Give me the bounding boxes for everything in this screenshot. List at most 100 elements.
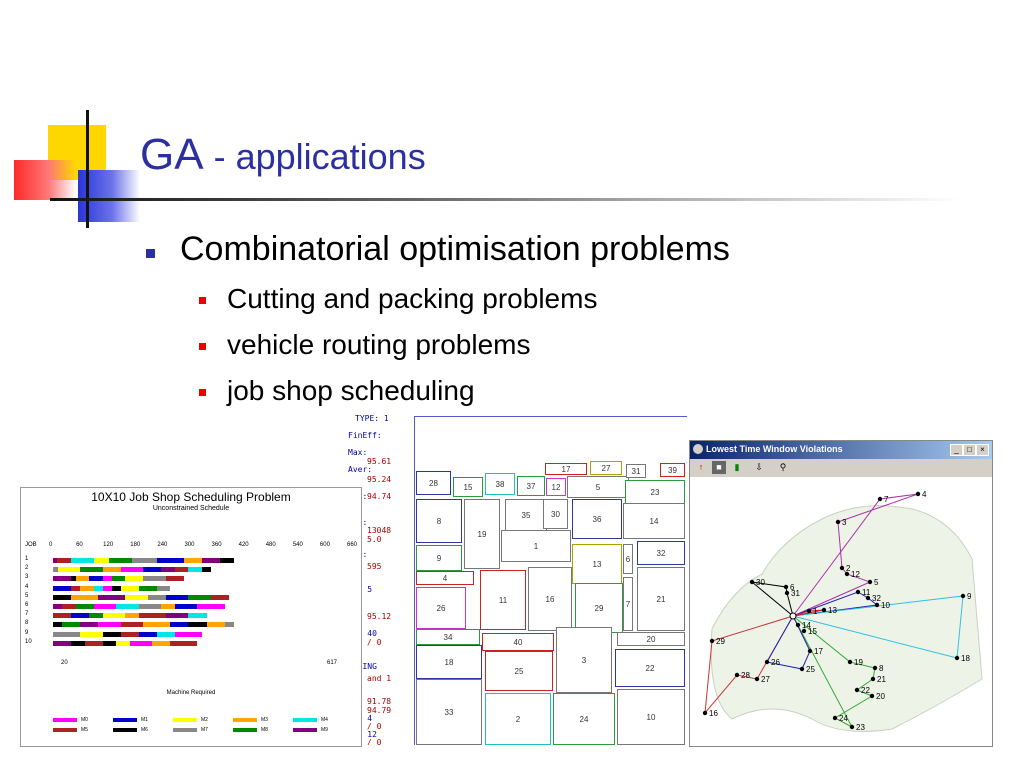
job-label: 6	[25, 602, 29, 608]
gantt-bar	[138, 631, 157, 637]
app-clock-icon	[693, 444, 703, 454]
packing-piece: 1	[501, 530, 571, 562]
gantt-bar	[120, 622, 144, 628]
gantt-bar	[138, 604, 162, 609]
route-node	[847, 659, 853, 665]
job-axis-label: JOB	[25, 542, 37, 548]
gantt-bar	[165, 594, 189, 600]
minimize-button[interactable]: _	[950, 444, 963, 456]
packing-stat-value: 94.79	[367, 706, 392, 715]
legend-label: M8	[261, 727, 268, 733]
gantt-bar	[165, 576, 184, 582]
routing-toolbar: ↑ ■ ▮ ⇩ ⚲	[690, 459, 992, 477]
gantt-bar	[98, 622, 121, 628]
gantt-bar	[53, 576, 72, 582]
route-node-label: 23	[856, 723, 865, 732]
route-node	[754, 676, 760, 682]
gantt-bar	[89, 613, 103, 619]
depot-node	[789, 612, 797, 620]
gantt-bar	[202, 567, 212, 573]
gantt-bar	[53, 622, 63, 628]
bullet-square-icon	[146, 249, 155, 258]
x-tick-label: 240	[157, 542, 168, 548]
gantt-bar	[102, 585, 112, 591]
packing-piece: 6	[623, 544, 633, 574]
packing-stat-value: 95.61	[367, 457, 392, 466]
slide-title-rest: - applications	[203, 136, 426, 177]
gantt-bar	[161, 604, 175, 609]
route-node	[867, 579, 873, 585]
gantt-bar	[62, 604, 76, 609]
legend-swatch	[293, 718, 317, 722]
chart-icon[interactable]: ▮	[734, 462, 740, 472]
route-line	[792, 493, 919, 617]
route-node	[734, 672, 740, 678]
packing-piece: 16	[528, 567, 572, 631]
gantt-bar	[211, 594, 230, 600]
job-label: 4	[25, 583, 29, 590]
machine-required-label: Machine Required	[166, 690, 216, 696]
route-node	[832, 715, 838, 721]
window-title: Lowest Time Window Violations	[706, 444, 843, 454]
gantt-bar	[116, 604, 139, 609]
x-tick-label: 660	[347, 542, 358, 548]
route-node-label: 32	[872, 594, 881, 603]
gantt-bar	[156, 558, 184, 563]
maximize-button[interactable]: □	[963, 444, 976, 456]
legend-label: M2	[201, 717, 208, 723]
route-node	[709, 638, 715, 644]
bullet-square-icon	[199, 389, 206, 396]
packing-piece: 40	[482, 633, 554, 651]
gantt-bar	[98, 594, 126, 600]
gantt-bar	[156, 631, 175, 637]
gantt-bar	[125, 576, 144, 582]
route-node	[849, 724, 855, 730]
route-node	[854, 687, 860, 693]
route-node	[872, 665, 878, 671]
legend-label: M5	[81, 727, 88, 733]
route-node-label: 5	[874, 578, 879, 587]
gantt-bar	[102, 613, 126, 619]
packing-stat-value: 5.0	[367, 535, 382, 544]
gantt-bar	[132, 558, 157, 563]
sort-icon[interactable]: ↑	[698, 462, 704, 472]
bullet-square-icon	[199, 297, 206, 304]
gantt-bar	[170, 640, 198, 646]
route-node	[807, 648, 813, 654]
gantt-bar	[71, 585, 81, 591]
job-label: 10	[25, 638, 32, 645]
route-node	[764, 659, 770, 665]
close-button[interactable]: ×	[976, 444, 989, 456]
gantt-bar	[152, 640, 171, 646]
gantt-bar	[53, 640, 72, 646]
x-tick-label: 360	[211, 542, 222, 548]
route-node-label: 22	[861, 686, 870, 695]
route-node-label: 19	[854, 658, 863, 667]
packing-piece: 30	[543, 499, 568, 529]
bullet-vehicle-routing: vehicle routing problems	[227, 329, 531, 360]
route-node-label: 15	[808, 627, 817, 636]
packing-piece: 10	[617, 689, 685, 745]
route-node-label: 25	[806, 665, 815, 674]
legend-label: M0	[81, 717, 88, 723]
route-node-label: 9	[967, 592, 972, 601]
gantt-bar	[202, 558, 221, 563]
packing-stat-label: FinEff:	[348, 431, 382, 440]
packing-piece: 34	[416, 629, 480, 645]
route-node	[749, 579, 755, 585]
route-node-label: 6	[790, 583, 795, 592]
gantt-bar	[53, 594, 72, 600]
download-icon[interactable]: ⇩	[755, 462, 763, 472]
route-node	[869, 693, 875, 699]
route-node-label: 27	[761, 675, 770, 684]
gantt-bar	[71, 613, 90, 619]
packing-stat-label: ort 12	[348, 730, 377, 739]
packing-piece: 33	[416, 679, 482, 745]
window-titlebar[interactable]: Lowest Time Window Violations _ □ ×	[690, 441, 992, 459]
packing-piece: 5	[567, 476, 629, 498]
gantt-bar	[120, 585, 139, 591]
search-icon[interactable]: ⚲	[779, 462, 787, 472]
jobshop-chart: 10X10 Job Shop Scheduling Problem Uncons…	[20, 487, 362, 747]
save-icon[interactable]: ■	[712, 461, 726, 474]
